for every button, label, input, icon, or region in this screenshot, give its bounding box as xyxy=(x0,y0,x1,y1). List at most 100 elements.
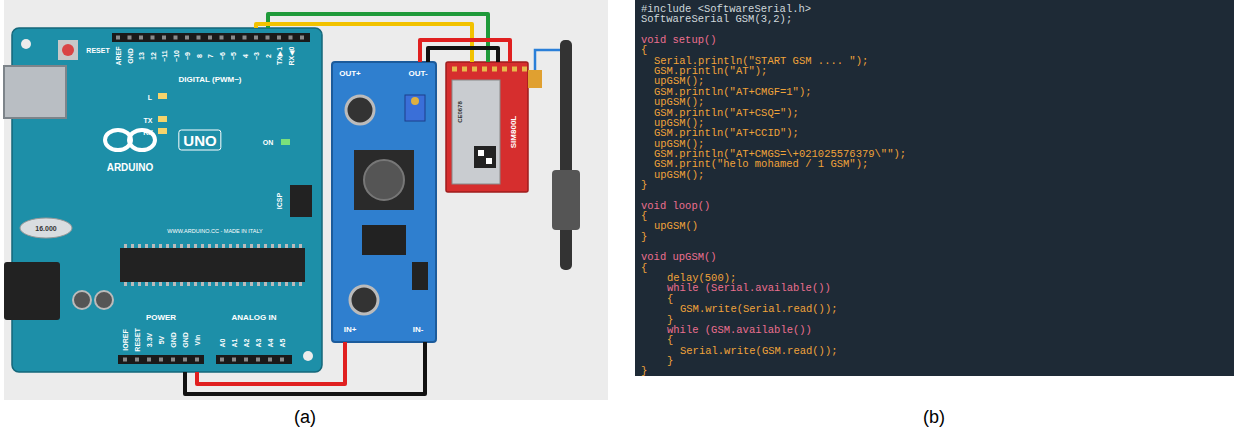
buck-converter: OUT+OUT-IN+IN- xyxy=(332,62,436,342)
jumper-wire xyxy=(420,40,510,62)
power-header xyxy=(118,355,204,364)
pin-label: A4 xyxy=(267,339,274,348)
code-line: { xyxy=(641,211,647,222)
module-label: SIM800L xyxy=(510,116,518,148)
capacitor xyxy=(350,286,378,314)
pin-label: A0 xyxy=(219,339,226,348)
code-line: GSM.write(Serial.read()); xyxy=(680,304,838,315)
panel-ground xyxy=(4,0,608,400)
antenna-connector xyxy=(528,70,542,88)
pin-label: AREF xyxy=(115,46,122,65)
code-line: upGSM() xyxy=(654,221,698,232)
module-label: IN- xyxy=(413,326,424,334)
capacitor xyxy=(346,96,374,124)
code-line: delay(500); xyxy=(667,273,736,284)
pin-label: RESET xyxy=(86,47,109,54)
led xyxy=(158,128,167,134)
jumper-wire xyxy=(428,48,498,62)
pin-label: ~11 xyxy=(161,50,168,62)
pin-label: 4 xyxy=(241,54,248,58)
code-line: } xyxy=(641,180,647,191)
pin-label: 3.3V xyxy=(146,333,153,347)
pin-label: ~3 xyxy=(253,52,260,60)
pin-label: ANALOG IN xyxy=(232,314,277,322)
mount-hole xyxy=(21,39,31,49)
pin-label: GND xyxy=(170,332,177,348)
code-line: GSM.print("helo mohamed / 1 GSM"); xyxy=(654,159,868,170)
pin-label: 5V xyxy=(158,336,165,345)
panel-label: (a) xyxy=(294,408,316,426)
qr-code xyxy=(486,158,492,164)
code-line: GSM.println("AT+CSQ="); xyxy=(654,108,799,119)
panel-label: (b) xyxy=(923,408,945,426)
pin-label: IOREF xyxy=(122,329,129,350)
jumper-wire xyxy=(185,342,425,394)
module-label: UNO xyxy=(178,130,221,151)
header-pins xyxy=(116,36,310,40)
on-led xyxy=(281,139,290,145)
pin-label: GND xyxy=(182,332,189,348)
code-line: } xyxy=(667,356,673,367)
chip-pins xyxy=(124,282,302,286)
code-line: while (GSM.available()) xyxy=(667,325,812,336)
code-line: #include <SoftwareSerial.h> xyxy=(641,4,811,15)
code-line: GSM.println("AT+CMGF=1"); xyxy=(654,87,812,98)
capacitor xyxy=(95,291,113,309)
code-line: { xyxy=(667,335,673,346)
pin-label: 16.000 xyxy=(35,225,56,232)
antenna-base xyxy=(552,170,580,230)
header-pins xyxy=(220,358,292,362)
code-line: void loop() xyxy=(641,201,710,212)
inductor xyxy=(354,150,414,210)
qr-code xyxy=(478,150,484,156)
code-line: void setup() xyxy=(641,35,717,46)
code-line: upGSM(); xyxy=(654,76,704,87)
code-panel xyxy=(635,0,1234,376)
module-label: OUT+ xyxy=(339,70,361,78)
pin-label: GND xyxy=(126,48,133,64)
pin-label: L xyxy=(148,94,152,101)
module-label: ARDUINO xyxy=(107,163,154,173)
pin-label: A1 xyxy=(231,339,238,348)
reset-button xyxy=(58,40,78,60)
icsp-header xyxy=(290,185,312,217)
code-line: GSM.println("AT+CCID"); xyxy=(654,128,799,139)
pin-label: 2 xyxy=(264,54,271,58)
pin-label: DIGITAL (PWM~) xyxy=(178,76,241,84)
code-line: { xyxy=(667,294,673,305)
buck-converter-board xyxy=(332,62,436,342)
antenna-rod xyxy=(560,40,572,270)
code-line: } xyxy=(641,366,647,377)
pin-label: A3 xyxy=(255,339,262,348)
code-line: { xyxy=(641,45,647,56)
code-line: upGSM(); xyxy=(654,139,704,150)
jumper-wire xyxy=(197,342,345,384)
usb-connector xyxy=(4,66,66,118)
code-line: SoftwareSerial GSM(3,2); xyxy=(641,14,792,25)
code-line: { xyxy=(641,263,647,274)
code-line: upGSM(); xyxy=(654,118,704,129)
digital-header xyxy=(112,33,310,42)
pin-label: RX◀0 xyxy=(287,46,294,65)
code-line: } xyxy=(667,315,673,326)
code-line: upGSM(); xyxy=(654,170,704,181)
module-label: IN+ xyxy=(344,326,357,334)
pin-label: ~5 xyxy=(230,52,237,60)
microcontroller-chip xyxy=(120,248,305,282)
mount-hole xyxy=(303,351,313,361)
analog-header xyxy=(216,355,292,364)
pin-label: TX▶1 xyxy=(276,47,283,65)
code-line: } xyxy=(641,232,647,243)
gsm-module: CE0678SIM800L xyxy=(446,62,528,192)
code-line: void upGSM() xyxy=(641,252,717,263)
potentiometer-screw xyxy=(411,97,419,105)
pin-label: 12 xyxy=(149,52,156,60)
capacitor xyxy=(73,291,91,309)
led xyxy=(158,93,167,99)
pin-label: RESET xyxy=(134,328,141,351)
led xyxy=(158,116,167,122)
pin-label: ~10 xyxy=(172,50,179,62)
code-line: Serial.println("START GSM .... "); xyxy=(654,56,868,67)
header-pins xyxy=(123,358,204,362)
